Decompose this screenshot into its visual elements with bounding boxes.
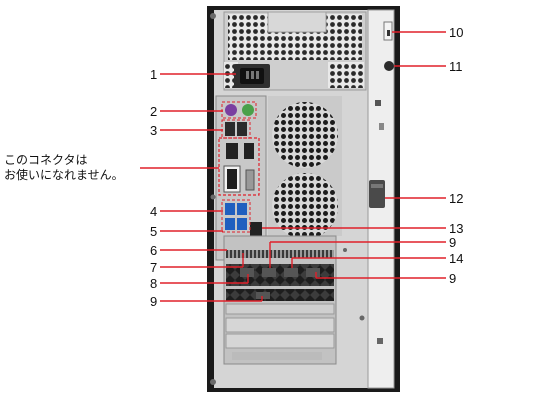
callout-14: 14: [449, 251, 463, 266]
vga-connector: [245, 169, 255, 191]
callout-8: 8: [150, 276, 157, 291]
power-supply: [223, 11, 367, 91]
callout-numbers: 1 2 3 4 5 6 7 8 9 10 11 12 13 9 14 9: [150, 25, 463, 309]
callout-2: 2: [150, 104, 157, 119]
display-output-5: [256, 292, 270, 299]
callout-lines: [140, 31, 446, 302]
callout-9-left: 9: [150, 294, 157, 309]
callout-9-right-lower: 9: [449, 271, 456, 286]
displayport-connector: [226, 143, 238, 159]
usb3-port-3: [225, 218, 235, 230]
display-output-4: [306, 268, 320, 277]
callout-13: 13: [449, 221, 463, 236]
note-line-1: このコネクタは: [4, 153, 88, 167]
usb3-port-1: [225, 203, 235, 215]
callout-12: 12: [449, 191, 463, 206]
fan-grill: [268, 96, 342, 239]
callout-6: 6: [150, 243, 157, 258]
usb3-port-4: [237, 218, 247, 230]
unusable-connector-note: このコネクタは お使いになれません。: [4, 153, 144, 183]
hdmi-connector: [244, 143, 254, 159]
callout-10: 10: [449, 25, 463, 40]
display-output-2: [262, 268, 276, 277]
usb2-port-2: [237, 122, 247, 136]
callout-5: 5: [150, 224, 157, 239]
callout-3: 3: [150, 123, 157, 138]
ps2-mouse-port: [225, 104, 237, 116]
display-output-3: [284, 268, 298, 277]
ps2-highlight: [221, 101, 257, 119]
callout-11: 11: [449, 59, 463, 74]
side-rail: [367, 9, 395, 389]
usb3-port-2: [237, 203, 247, 215]
io-shield: [215, 95, 267, 261]
note-line-2: お使いになれません。: [4, 168, 124, 182]
expansion-slots: [223, 235, 365, 365]
lan-port: [250, 222, 262, 236]
callout-1: 1: [150, 67, 157, 82]
callout-4: 4: [150, 204, 157, 219]
display-output-1: [240, 268, 254, 277]
callout-7: 7: [150, 260, 157, 275]
usb-highlight-3: [221, 119, 251, 139]
usb2-port-1: [225, 122, 235, 136]
callout-9-right-upper: 9: [449, 235, 456, 250]
ps2-keyboard-port: [242, 104, 254, 116]
